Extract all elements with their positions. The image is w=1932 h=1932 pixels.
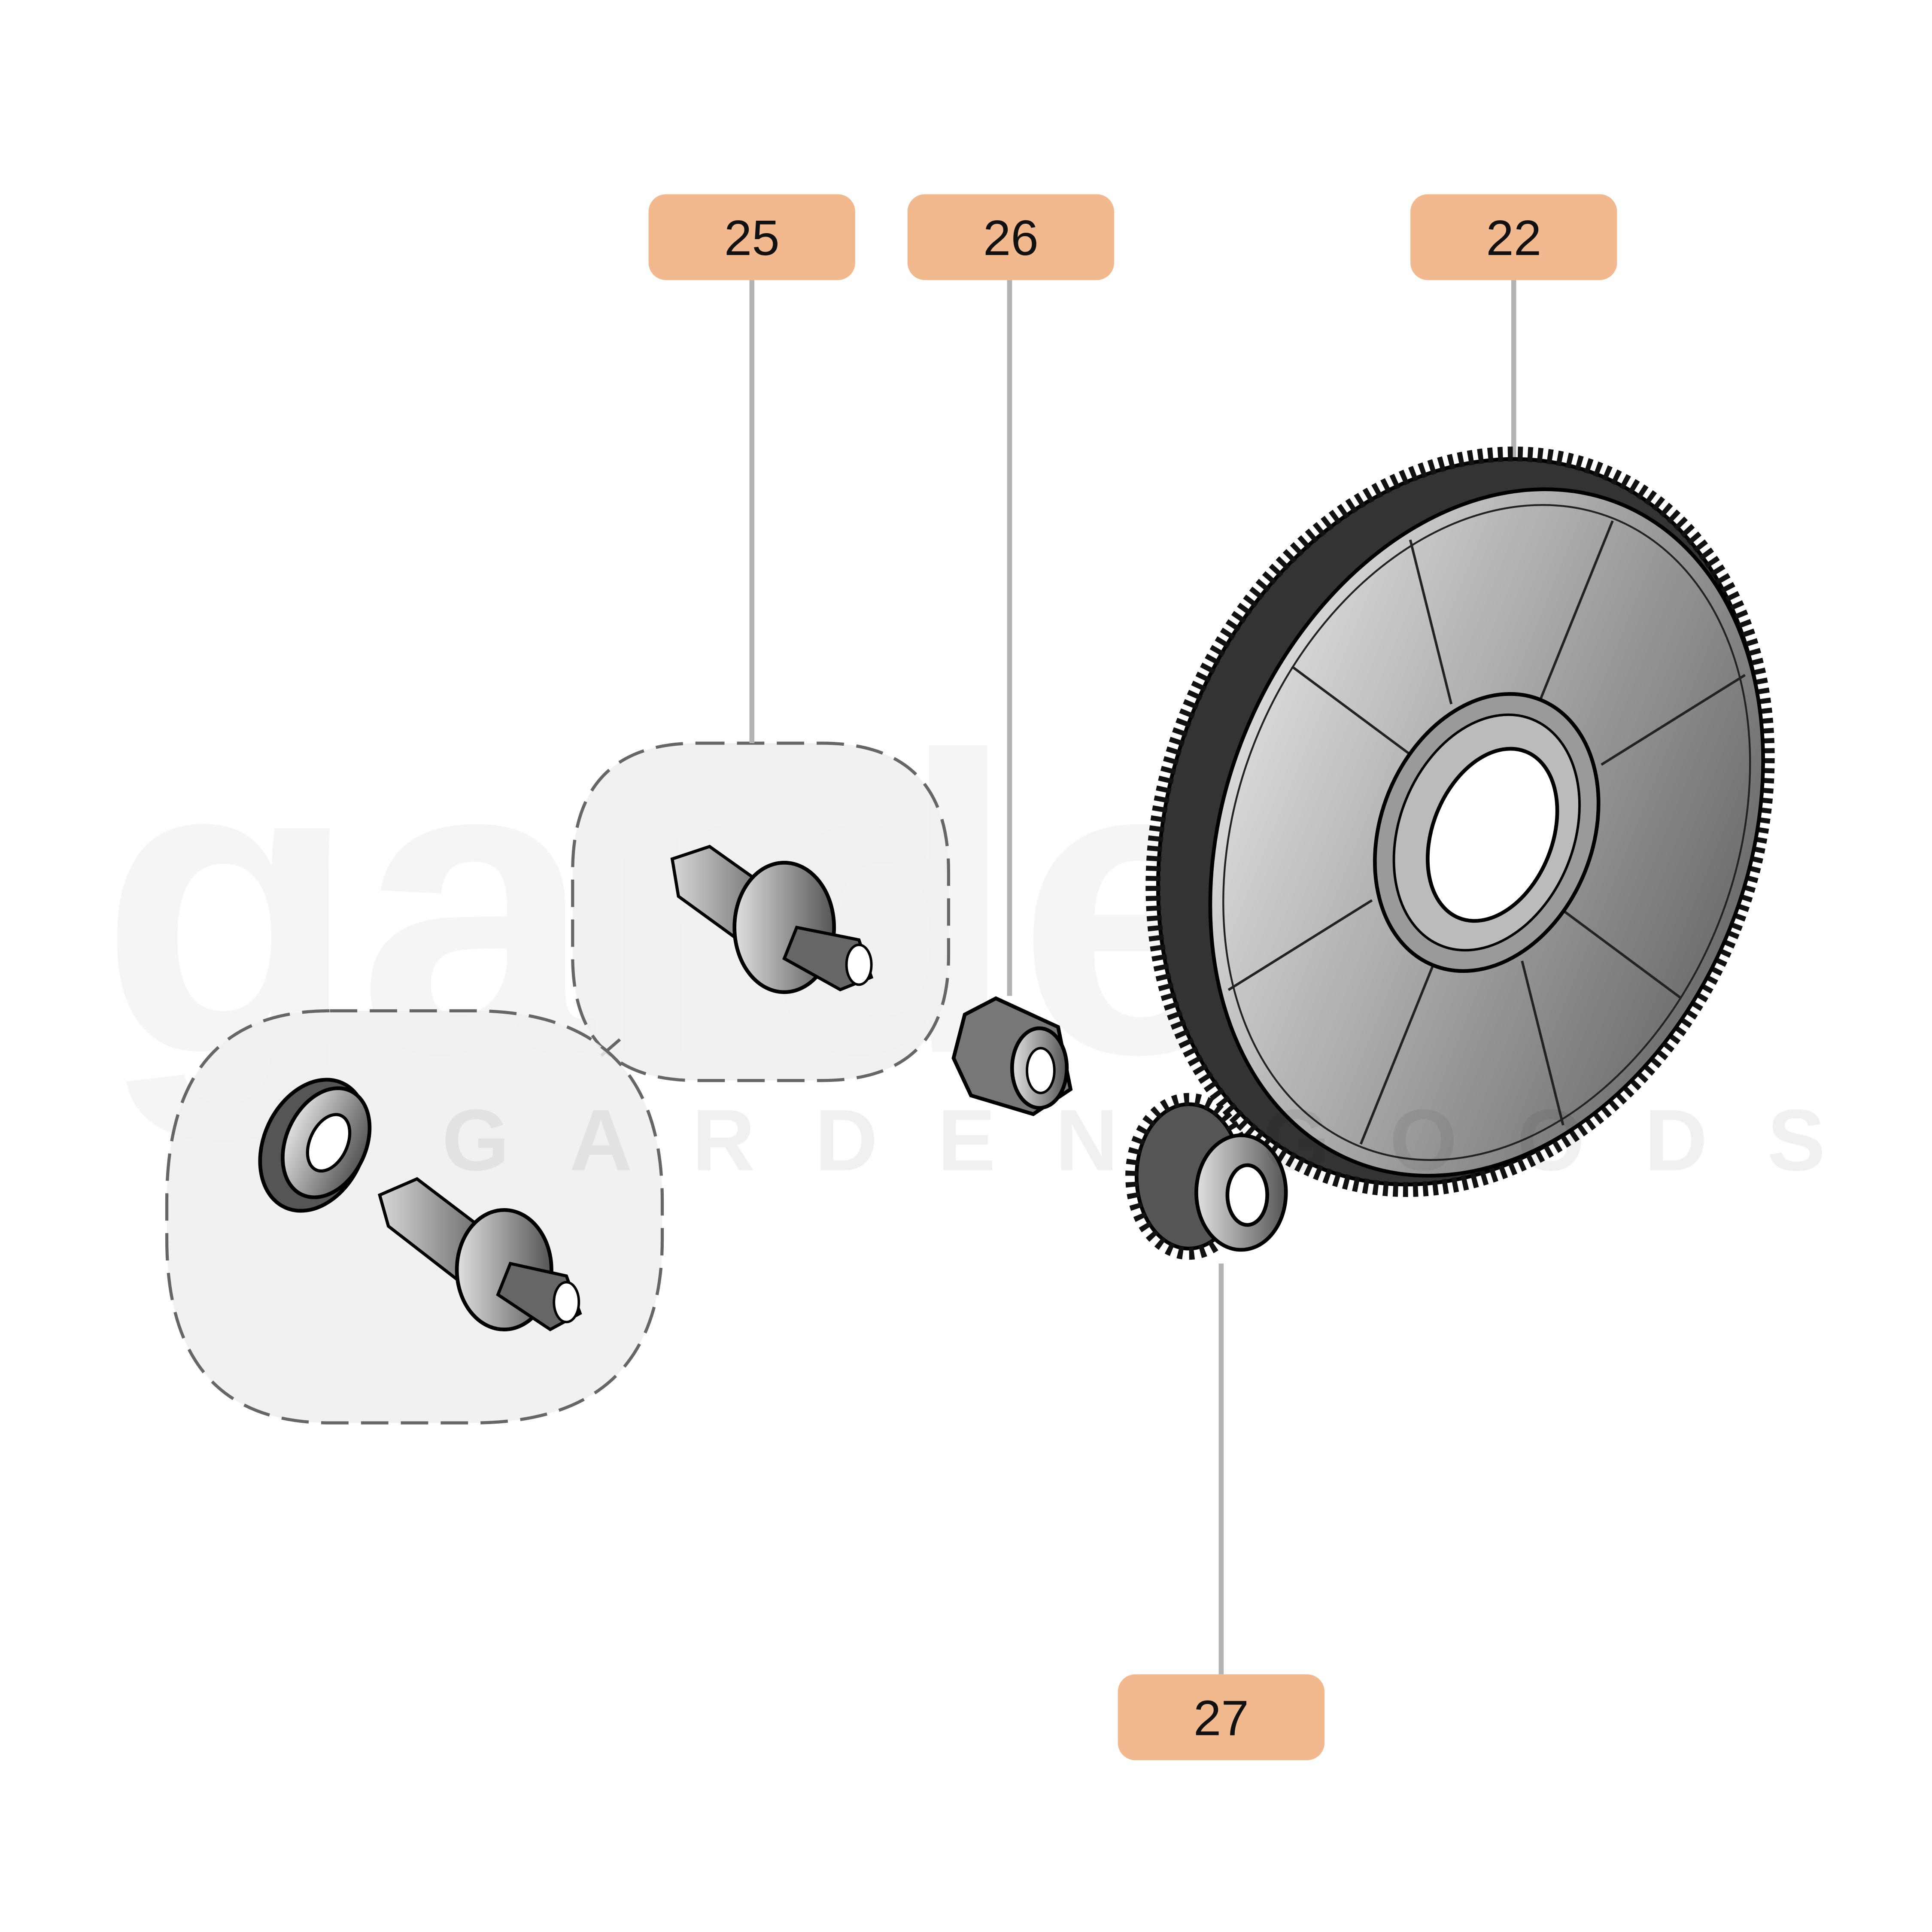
watermark-text: GARDEN GOODS — [442, 1092, 1885, 1189]
callout-label: 22 — [1486, 210, 1541, 266]
part-25-shaft[interactable] — [670, 844, 874, 994]
part-27-pinion-gear[interactable] — [1125, 1093, 1288, 1260]
leader-lines — [749, 280, 1516, 1674]
callout-label: 25 — [724, 210, 780, 266]
part-26-coupling[interactable] — [951, 996, 1073, 1116]
callout-22[interactable]: 22 — [1410, 194, 1617, 280]
part-22-large-gear[interactable] — [1046, 361, 1874, 1282]
callout-27[interactable]: 27 — [1118, 1674, 1325, 1760]
kit-shaft[interactable] — [377, 1177, 582, 1331]
callout-label: 27 — [1194, 1690, 1249, 1746]
bearing[interactable] — [240, 1062, 388, 1228]
callout-25[interactable]: 25 — [648, 194, 855, 280]
callout-26[interactable]: 26 — [907, 194, 1115, 280]
callout-label: 26 — [983, 210, 1039, 266]
